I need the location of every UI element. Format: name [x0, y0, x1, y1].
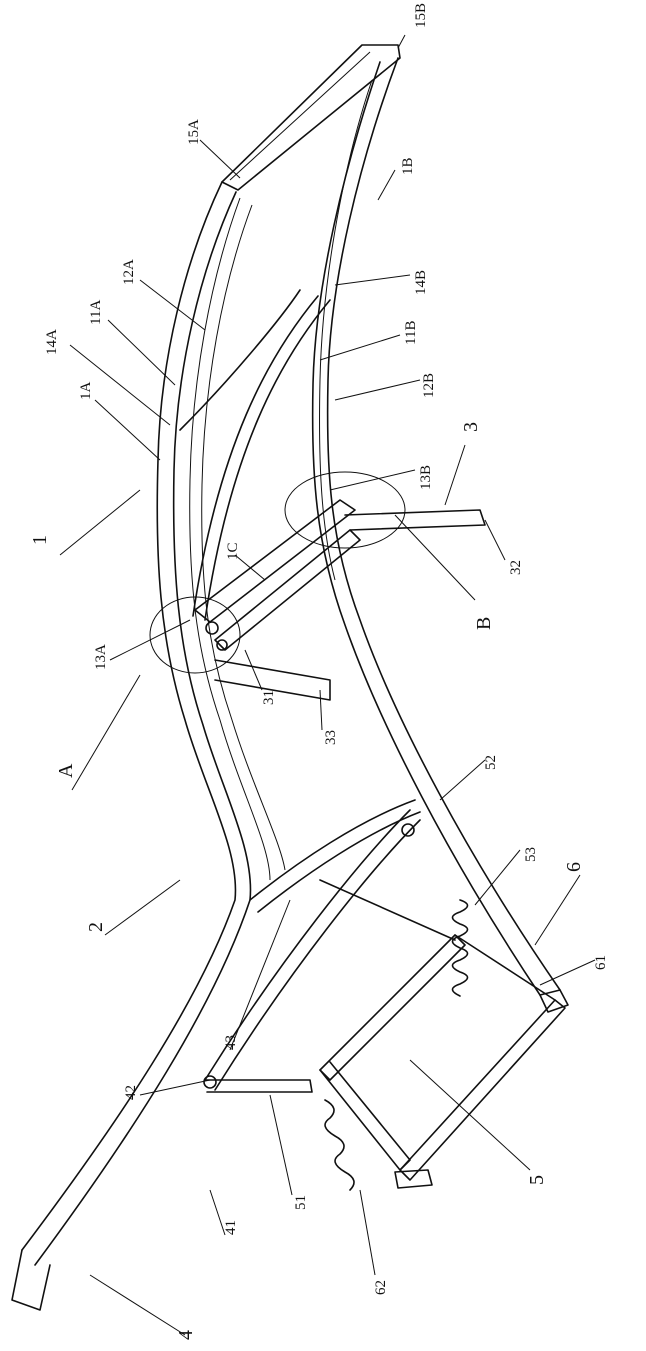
label-6: 6 [563, 862, 585, 872]
label-2: 2 [85, 922, 107, 932]
label-4: 4 [175, 1330, 197, 1340]
label-62: 62 [373, 1280, 389, 1295]
rail-b [313, 58, 568, 1012]
label-13A: 13A [93, 644, 109, 670]
label-51: 51 [293, 1195, 309, 1210]
lower-frame [204, 800, 565, 1188]
label-42: 42 [123, 1085, 139, 1100]
label-15A: 15A [186, 119, 202, 145]
label-1B: 1B [400, 157, 416, 175]
label-13B: 13B [418, 465, 434, 490]
label-61: 61 [593, 955, 609, 970]
label-14A: 14A [44, 329, 60, 355]
label-1A: 1A [78, 382, 94, 401]
label-12A: 12A [121, 259, 137, 285]
label-31: 31 [261, 690, 277, 705]
label-5: 5 [526, 1175, 548, 1185]
label-53: 53 [523, 847, 539, 862]
label-A: A [55, 763, 77, 778]
label-B: B [473, 617, 495, 630]
top-crossbar [222, 45, 400, 190]
label-1: 1 [29, 535, 51, 545]
label-52: 52 [483, 755, 499, 770]
label-32: 32 [508, 560, 524, 575]
label-3: 3 [460, 422, 482, 432]
part-labels: 15B 15A 1B 12A 14B 14A 11A 11B 12B 1A 3 … [29, 3, 609, 1340]
label-15B: 15B [413, 3, 429, 28]
brace-1c-edge [193, 296, 318, 616]
label-33: 33 [323, 730, 339, 745]
detail-circle-b [285, 472, 405, 548]
center-crossbar [195, 500, 485, 700]
label-1C: 1C [225, 542, 241, 560]
label-11B: 11B [403, 321, 419, 345]
label-41: 41 [223, 1220, 239, 1235]
label-11A: 11A [88, 300, 104, 325]
brace-1c [205, 300, 330, 620]
label-12B: 12B [421, 373, 437, 398]
brace-14a [180, 290, 300, 430]
label-14B: 14B [413, 270, 429, 295]
label-43: 43 [223, 1035, 239, 1050]
leader-lines [60, 35, 595, 1335]
